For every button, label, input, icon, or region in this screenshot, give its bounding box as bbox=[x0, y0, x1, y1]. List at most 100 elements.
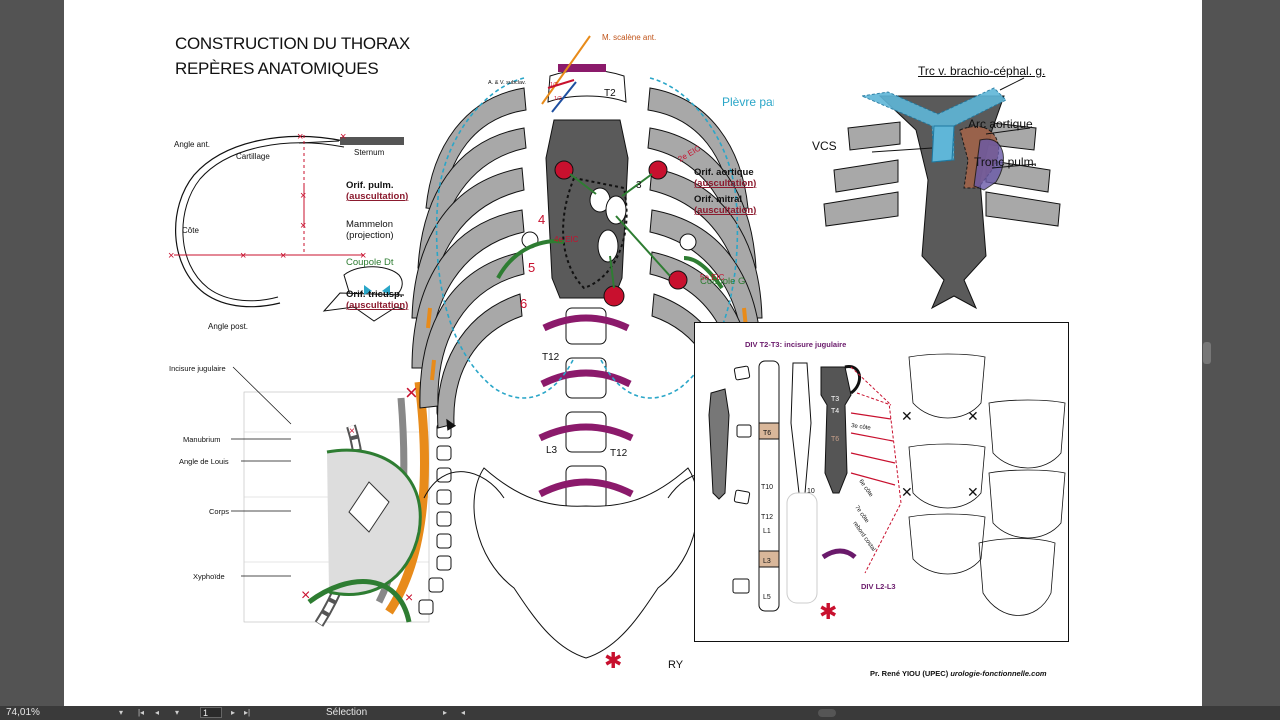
label-arc-aortique: Arc aortique bbox=[968, 117, 1033, 131]
vertical-scrollbar-thumb[interactable] bbox=[1203, 342, 1211, 364]
zoom-dropdown-icon[interactable]: ▾ bbox=[118, 708, 123, 717]
svg-text:×: × bbox=[405, 380, 418, 405]
stop-icon[interactable]: ◂ bbox=[460, 708, 465, 717]
label-mammelon: Mammelon bbox=[346, 219, 393, 230]
sternum-lateral-diagram: × × × × Incisure jugulaire Manubrium Ang… bbox=[169, 364, 452, 627]
label-cartillage: Cartillage bbox=[236, 152, 270, 161]
label-3e-cote: 3e côte bbox=[851, 423, 872, 432]
artboard: CONSTRUCTION DU THORAX REPÈRES ANATOMIQU… bbox=[64, 0, 1202, 706]
page-dropdown-icon[interactable]: ▾ bbox=[174, 708, 179, 717]
chevron-left-icon[interactable]: ◂ bbox=[154, 708, 159, 717]
vertebral-levels-svg: ✱ ✕ ✕ ✕ ✕ DIV T2-T3: incisure jugulaire … bbox=[708, 340, 1066, 624]
label-div-t2t3: DIV T2-T3: incisure jugulaire bbox=[745, 340, 846, 349]
great-vessels-diagram bbox=[823, 77, 1061, 310]
label-orif-mitral-auscult: (auscultation) bbox=[694, 205, 757, 216]
canvas-left-margin bbox=[0, 0, 64, 706]
label-t3: T3 bbox=[831, 396, 839, 403]
label-angle-ant: Angle ant. bbox=[174, 140, 210, 149]
svg-text:✕: ✕ bbox=[901, 484, 913, 500]
label-orif-tricusp: Orif. tricusp. bbox=[346, 289, 403, 300]
label-orif-aortique: Orif. aortique bbox=[694, 167, 754, 178]
label-manubrium: Manubrium bbox=[183, 435, 221, 444]
label-t12: T12 bbox=[610, 448, 628, 459]
svg-text:×: × bbox=[340, 131, 346, 143]
label-orif-pulm-auscult: (auscultation) bbox=[346, 191, 409, 202]
label-projection: (projection) bbox=[346, 230, 394, 241]
zoom-level[interactable]: 74,01% bbox=[6, 707, 40, 718]
thorax-front-diagram: M. scalène ant. A. & V. subclav. 1/2 1/2… bbox=[411, 33, 774, 673]
footer-author: Pr. René YIOU (UPEC) bbox=[870, 669, 949, 678]
last-page-icon[interactable]: ▸| bbox=[243, 708, 251, 717]
label-incisure-jugulaire: Incisure jugulaire bbox=[169, 364, 226, 373]
horizontal-scroll-thumb[interactable] bbox=[818, 709, 836, 717]
label-l1: L1 bbox=[763, 528, 771, 535]
svg-text:✕: ✕ bbox=[901, 408, 913, 424]
svg-text:×: × bbox=[300, 190, 306, 202]
label-div-l2l3: DIV L2-L3 bbox=[861, 582, 896, 591]
tool-mode: Sélection bbox=[326, 707, 368, 718]
vertebral-levels-box: ✱ ✕ ✕ ✕ ✕ DIV T2-T3: incisure jugulaire … bbox=[694, 322, 1069, 642]
label-number-5: 5 bbox=[528, 260, 535, 275]
label-cote: Côte bbox=[182, 226, 199, 235]
svg-text:×: × bbox=[349, 426, 355, 437]
label-l3: L3 bbox=[763, 558, 771, 565]
label-orif-aortique-auscult: (auscultation) bbox=[694, 178, 757, 189]
label-t2: T2 bbox=[604, 88, 616, 99]
label-t6a: T6 bbox=[763, 430, 771, 437]
label-t6b: T6 bbox=[831, 436, 839, 443]
label-orif-mitral: Orif. mitral bbox=[694, 194, 743, 205]
label-l5: L5 bbox=[763, 594, 771, 601]
footer-credit: Pr. René YIOU (UPEC) urologie-fonctionne… bbox=[870, 669, 1047, 678]
svg-text:×: × bbox=[240, 250, 246, 262]
label-t12-pos: T12 bbox=[542, 352, 560, 363]
svg-text:✕: ✕ bbox=[967, 408, 979, 424]
label-coupole-g: Coupole G bbox=[700, 276, 746, 287]
svg-text:✱: ✱ bbox=[604, 648, 622, 673]
label-orif-pulm: Orif. pulm. bbox=[346, 180, 394, 191]
label-half-1: 1/2 bbox=[550, 82, 558, 88]
svg-text:✕: ✕ bbox=[967, 484, 979, 500]
svg-text:×: × bbox=[405, 589, 413, 605]
page-number-field[interactable]: 1 bbox=[200, 707, 222, 718]
svg-text:×: × bbox=[301, 587, 310, 604]
label-ry: RY bbox=[668, 659, 684, 671]
svg-text:×: × bbox=[280, 250, 286, 262]
footer-site: urologie-fonctionnelle.com bbox=[950, 669, 1047, 678]
label-orif-tricusp-auscult: (auscultation) bbox=[346, 300, 409, 311]
vertical-scrollbar-track[interactable] bbox=[1214, 0, 1280, 706]
label-vcs: VCS bbox=[812, 139, 837, 153]
label-subclav: A. & V. subclav. bbox=[488, 80, 526, 86]
page-title-line2: REPÈRES ANATOMIQUES bbox=[175, 59, 379, 78]
play-icon[interactable]: ▸ bbox=[442, 708, 447, 717]
label-t10a: T10 bbox=[761, 484, 773, 491]
label-t10b: 10 bbox=[807, 488, 815, 495]
label-coupole-dt: Coupole Dt bbox=[346, 257, 394, 268]
label-trc-brachio: Trc v. brachio-céphal. g. bbox=[918, 64, 1046, 78]
label-number-4: 4 bbox=[538, 212, 545, 227]
svg-text:×: × bbox=[300, 220, 306, 232]
label-number-3: 3 bbox=[636, 180, 642, 191]
svg-text:✱: ✱ bbox=[819, 599, 837, 624]
svg-text:×: × bbox=[168, 250, 174, 262]
chevron-right-icon[interactable]: ▸ bbox=[230, 708, 235, 717]
label-scalene: M. scalène ant. bbox=[602, 33, 656, 42]
label-4e-eic: 4e EIC bbox=[554, 235, 579, 244]
label-plevre-parietale: Plèvre pariétale bbox=[722, 95, 774, 109]
label-t4: T4 bbox=[831, 408, 839, 415]
label-number-6: 6 bbox=[520, 296, 527, 311]
label-l3-pos: L3 bbox=[546, 445, 558, 456]
svg-text:×: × bbox=[360, 250, 366, 262]
label-6e-cote: 6e côte bbox=[857, 479, 874, 499]
label-t12: T12 bbox=[761, 514, 773, 521]
label-angle-post: Angle post. bbox=[208, 322, 248, 331]
label-tronc-pulm: Tronc pulm. bbox=[974, 155, 1037, 169]
label-5e-eic: 5e EIC bbox=[700, 273, 725, 282]
label-half-2: 1/2 bbox=[554, 96, 562, 102]
label-rebord-costal: rebord costal bbox=[851, 521, 876, 553]
label-sternum: Sternum bbox=[354, 148, 385, 157]
label-angle-de-louis: Angle de Louis bbox=[179, 457, 229, 466]
label-corps: Corps bbox=[209, 507, 229, 516]
first-page-icon[interactable]: |◂ bbox=[137, 708, 145, 717]
svg-text:×: × bbox=[297, 131, 303, 143]
status-bar: 74,01% ▾ |◂ ◂ ▾ 1 ▸ ▸| Sélection ▸ ◂ bbox=[0, 706, 1280, 720]
